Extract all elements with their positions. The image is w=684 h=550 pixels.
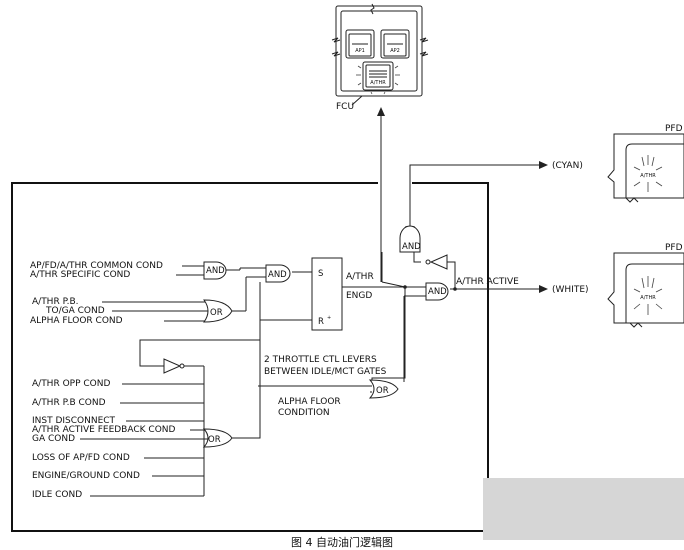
or-gate-1: OR [203,299,233,323]
flipflop-sr: S R + [311,257,343,331]
label-alpha-floor-2: CONDITION [278,408,330,418]
athr-button: A/THR [356,61,400,95]
label-throttle-2: BETWEEN IDLE/MCT GATES [264,367,387,377]
and-gate-3: AND [425,282,449,301]
and-gate-4: AND [399,225,421,253]
athr-light-rays-icon [356,65,400,95]
label-athr-pb: A/THR P.B. [32,297,79,307]
label-common-cond: AP/FD/A/THR COMMON COND [30,261,163,271]
pfd-bottom-rays-icon [633,276,663,315]
flipflop-out-athr: A/THR [346,272,374,282]
ap2-label: AP2 [390,48,400,54]
label-inst-disconnect: INST DISCONNECT [32,416,116,426]
ap1-button: AP1 [345,29,375,59]
wires [80,107,548,497]
or-gate-3: OR [368,379,399,399]
label-ga-cond: GA COND [32,434,75,444]
athr-active-label: A/THR ACTIVE [456,277,519,287]
inverter-1 [163,358,185,374]
output-cyan: (CYAN) [552,161,583,171]
watermark-overlay [483,478,684,540]
pfd-bottom-athr: A/THR [640,295,656,301]
fcu-leader-line [351,95,363,106]
pfd-bottom-label: PFD [665,243,683,253]
pfd-top: PFD A/THR [607,124,684,203]
pfd-top-label: PFD [665,124,683,134]
label-alpha-floor-1: ALPHA FLOOR [278,397,341,407]
athr-button-label: A/THR [370,80,386,86]
figure-caption: 图 4 自动油门逻辑图 [291,535,393,549]
system-boundary [11,182,489,532]
svg-text:+: + [327,315,331,321]
fcu-label: FCU [336,102,354,112]
fcu-panel: AP1 AP2 A/THR FCU [331,3,429,112]
label-engine-ground: ENGINE/GROUND COND [32,471,140,481]
inverter-2 [425,254,448,270]
svg-text:R: R [318,317,324,327]
label-specific-cond: A/THR SPECIFIC COND [30,270,130,280]
ap1-label: AP1 [355,48,365,54]
and-gate-2: AND [265,264,291,283]
label-toga-cond: TO/GA COND [45,306,105,316]
label-idle-cond: IDLE COND [32,490,82,500]
svg-text:AND: AND [268,270,287,280]
pfd-top-rays-icon [633,155,663,192]
svg-text:OR: OR [208,435,221,445]
input-labels: AP/FD/A/THR COMMON COND A/THR SPECIFIC C… [30,261,387,500]
label-opp-cond: A/THR OPP COND [32,379,110,389]
label-alpha-floor-cond: ALPHA FLOOR COND [30,316,123,326]
pfd-top-athr: A/THR [640,173,656,179]
svg-text:AND: AND [402,242,421,252]
label-loss-apfd: LOSS OF AP/FD COND [32,453,130,463]
label-pb-cond: A/THR P.B COND [32,398,106,408]
label-active-feedback: A/THR ACTIVE FEEDBACK COND [32,425,176,435]
ap2-button: AP2 [380,29,410,59]
output-white: (WHITE) [552,285,589,295]
svg-text:AND: AND [428,287,447,297]
svg-text:AND: AND [206,266,225,276]
flipflop-out-engd: ENGD [346,291,372,301]
pfd-bottom: PFD A/THR [607,243,684,328]
label-throttle-1: 2 THROTTLE CTL LEVERS [264,355,377,365]
svg-text:OR: OR [376,386,389,396]
svg-text:OR: OR [210,308,223,318]
or-gate-2: OR [202,428,233,448]
svg-text:S: S [318,269,323,279]
and-gate-1: AND [203,261,227,280]
